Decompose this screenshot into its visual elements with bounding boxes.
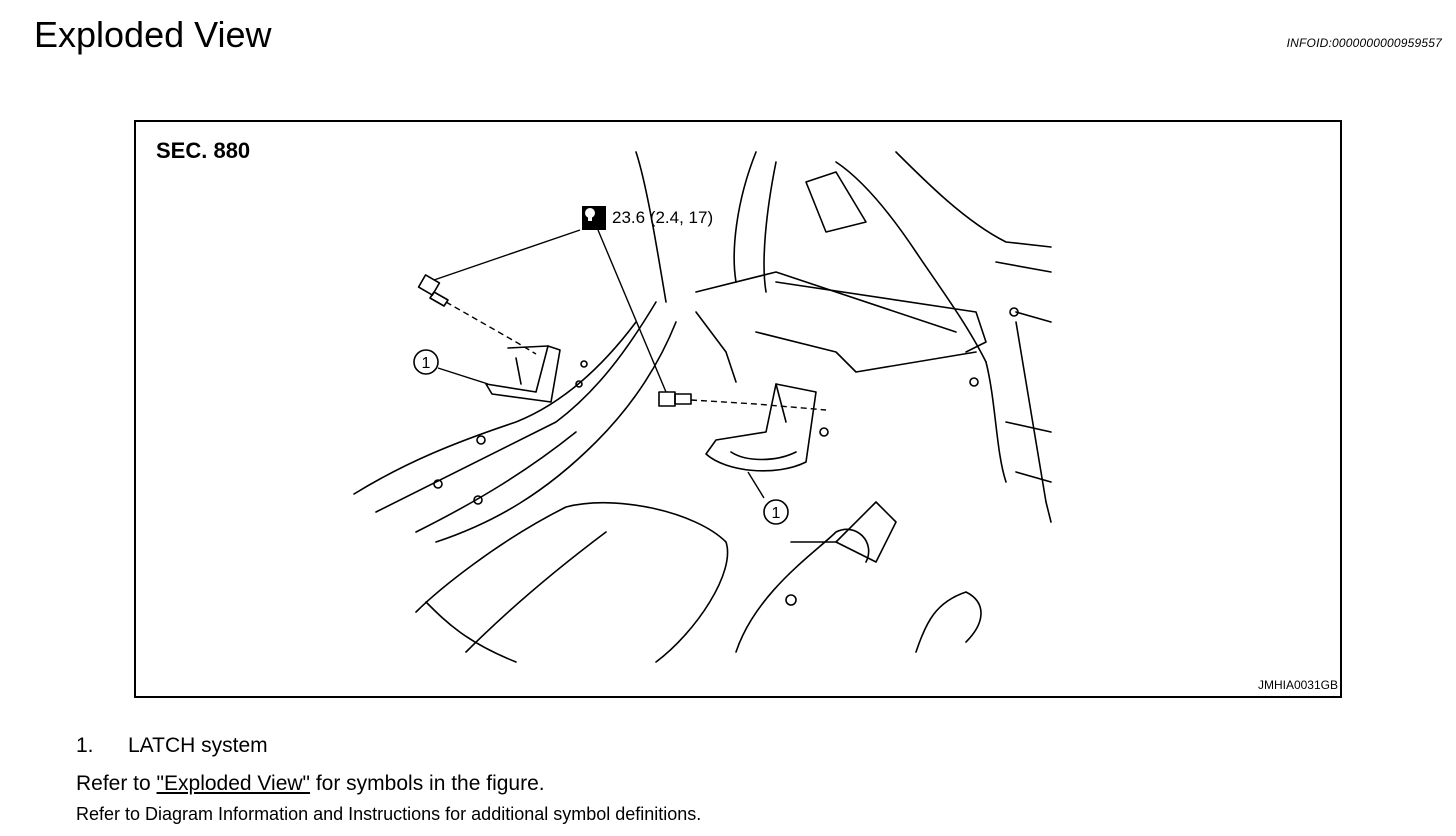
section-label: SEC. 880: [156, 138, 251, 163]
legend-item-number: 1.: [76, 734, 94, 757]
legend-item-label: LATCH system: [128, 734, 268, 757]
callout-1-right: [763, 499, 789, 525]
refer-prefix: Refer to: [76, 772, 157, 795]
torque-spec: 23.6 (2.4, 17): [582, 206, 713, 230]
exploded-view-illustration: 1 1: [353, 151, 1052, 663]
info-id: INFOID:0000000000959557: [1286, 36, 1442, 50]
refer-note: Refer to "Exploded View" for symbols in …: [76, 772, 545, 796]
refer-note-secondary: Refer to Diagram Information and Instruc…: [76, 804, 702, 824]
figure-frame: 1 1 SEC. 880 23.6 (2.4, 17) JMHIA0031GB: [134, 120, 1342, 698]
callout-1-right-label: 1: [772, 505, 781, 522]
page-title: Exploded View: [34, 14, 272, 55]
figure-code: JMHIA0031GB: [1257, 678, 1338, 692]
legend-item: 1. LATCH system: [76, 734, 268, 758]
refer-suffix: for symbols in the figure.: [310, 772, 545, 795]
torque-value: 23.6 (2.4, 17): [612, 208, 714, 227]
callout-1-left-label: 1: [422, 355, 431, 372]
exploded-view-link[interactable]: "Exploded View": [156, 772, 310, 795]
callout-1-left: [413, 349, 439, 375]
torque-wrench-icon: [582, 206, 606, 230]
